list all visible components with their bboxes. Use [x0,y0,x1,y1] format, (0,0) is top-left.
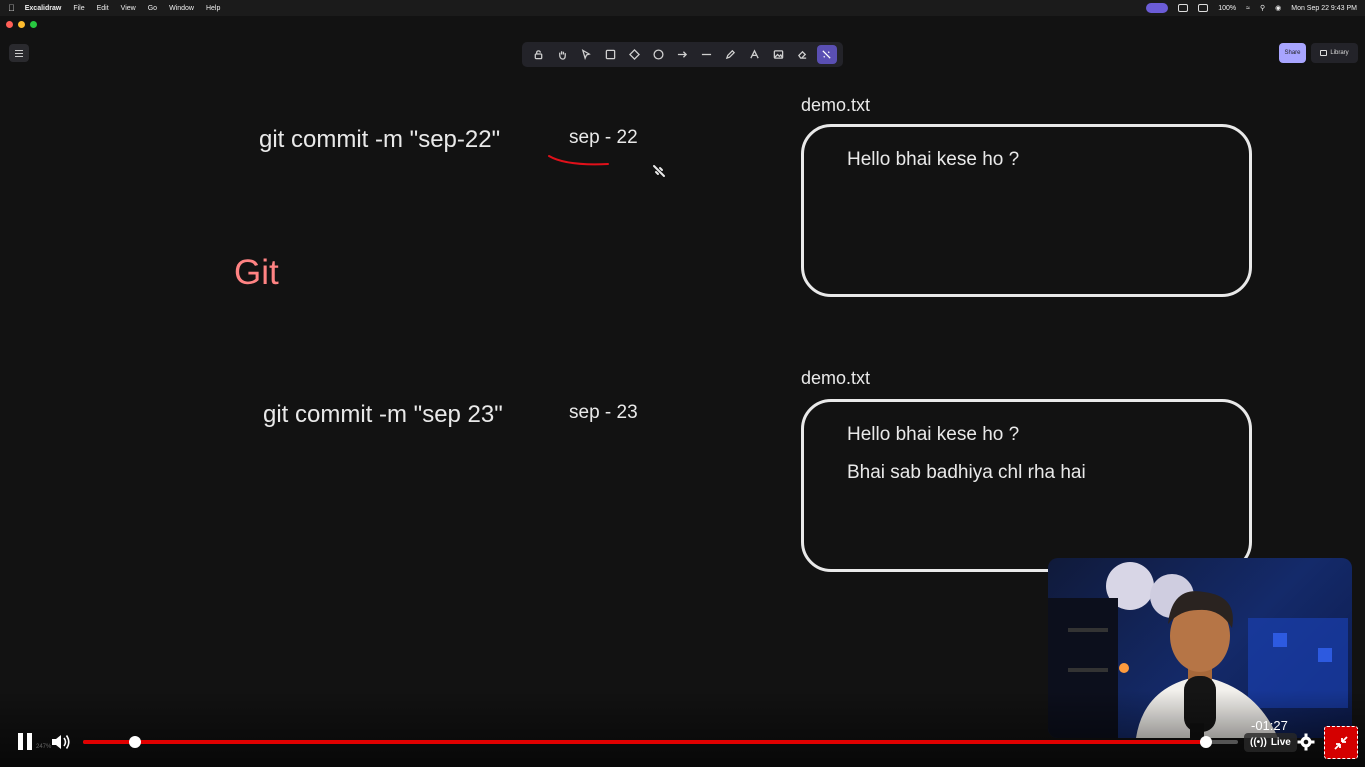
file-2-line-2[interactable]: Bhai sab badhiya chl rha hai [847,462,1086,483]
diamond-tool[interactable] [624,45,644,64]
fullscreen-window-button[interactable] [30,21,37,28]
library-button[interactable]: Library [1311,43,1358,63]
playhead-handle[interactable] [1199,736,1212,748]
exit-fullscreen-button[interactable] [1324,726,1358,759]
laser-underline-stroke [548,155,609,166]
rectangle-tool[interactable] [600,45,620,64]
hand-tool[interactable] [552,45,572,64]
volume-slider-handle[interactable] [129,736,141,748]
broadcast-icon: ((•)) [1250,737,1267,748]
eraser-icon [798,50,807,59]
exit-fullscreen-icon [1334,735,1348,750]
volume-icon[interactable] [50,732,72,752]
library-label: Library [1330,50,1349,56]
file-box-1[interactable] [801,124,1252,297]
commit-date-2[interactable]: sep - 23 [569,402,638,423]
wifi-icon[interactable]: ≈ [1246,4,1250,12]
screen-record-icon[interactable] [1146,3,1169,13]
pause-button[interactable] [18,733,34,750]
live-button[interactable]: ((•)) Live [1244,733,1297,752]
share-button[interactable]: Share [1279,43,1306,63]
file-2-line-1[interactable]: Hello bhai kese ho ? [847,424,1020,445]
display-icon[interactable] [1198,4,1209,12]
close-window-button[interactable] [6,21,13,28]
live-label: Live [1270,737,1291,748]
selection-tool[interactable] [576,45,596,64]
lock-tool[interactable] [528,45,548,64]
battery-percentage[interactable]: 100% [1218,4,1237,12]
arrow-icon [677,51,687,58]
text-icon [750,49,759,59]
commit-command-2[interactable]: git commit -m "sep 23" [263,401,503,428]
minimize-window-button[interactable] [18,21,25,28]
cloud-icon[interactable] [1178,4,1189,12]
progress-fill [83,740,1206,744]
pencil-icon [725,49,736,60]
zoom-level: 247% [36,744,52,750]
commit-date-1[interactable]: sep - 22 [569,127,638,148]
menu-file[interactable]: File [66,4,84,12]
book-icon [1320,50,1328,56]
laser-cursor-icon [653,165,665,177]
player-shade [0,690,1365,767]
image-icon [773,50,784,59]
rectangle-icon [605,49,615,60]
window-controls [6,21,37,28]
pointer-icon [581,49,591,60]
menu-view[interactable]: View [113,4,136,12]
laser-tool[interactable] [816,45,837,64]
ellipse-icon [653,49,664,60]
arrow-tool[interactable] [672,45,692,64]
ellipse-tool[interactable] [648,45,668,64]
app-name-menu[interactable]: Excalidraw [18,4,62,12]
git-title[interactable]: Git [234,253,279,292]
line-icon [701,53,712,56]
text-tool[interactable] [745,45,765,64]
image-tool[interactable] [769,45,789,64]
settings-gear-icon[interactable] [1297,733,1315,751]
lock-icon [534,50,542,60]
apple-icon[interactable]:  [8,3,15,13]
menu-go[interactable]: Go [140,4,157,12]
control-center-icon[interactable]: ◉ [1275,5,1282,12]
file-box-2[interactable] [801,399,1252,572]
laser-pointer-icon [822,50,831,59]
main-menu-button[interactable] [9,44,29,62]
menubar:  Excalidraw File Edit View Go Window He… [0,0,1365,16]
file-1-line-1[interactable]: Hello bhai kese ho ? [847,149,1020,170]
menu-window[interactable]: Window [162,4,194,12]
diamond-icon [628,49,640,60]
menubar-clock[interactable]: Mon Sep 22 9:43 PM [1291,4,1357,12]
eraser-tool[interactable] [793,45,813,64]
drawing-toolbar [522,42,843,67]
time-remaining: -01:27 [1251,718,1288,733]
menubar-status-area: 100% ≈ ⚲ ◉ Mon Sep 22 9:43 PM [1146,3,1357,13]
commit-command-1[interactable]: git commit -m "sep-22" [259,126,501,153]
menu-edit[interactable]: Edit [89,4,109,12]
hand-icon [558,51,566,60]
progress-bar[interactable] [83,740,1238,744]
file-label-1[interactable]: demo.txt [801,95,871,115]
search-icon[interactable]: ⚲ [1259,5,1266,12]
draw-tool[interactable] [721,45,741,64]
line-tool[interactable] [696,45,716,64]
menu-help[interactable]: Help [199,4,220,12]
file-label-2[interactable]: demo.txt [801,368,871,388]
